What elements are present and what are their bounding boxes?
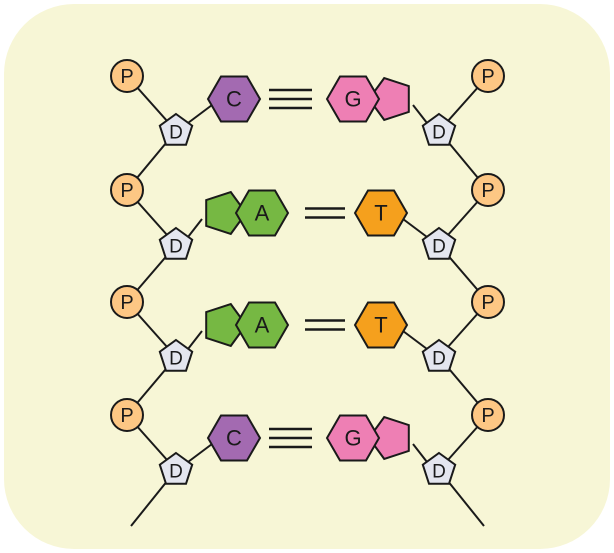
base-label: T [374, 201, 387, 226]
phosphate-circle [471, 59, 505, 93]
hydrogen-bonds [305, 319, 345, 331]
phosphate-left: P [110, 59, 144, 93]
phosphate-circle [110, 285, 144, 319]
sugar-pentagon [158, 112, 194, 146]
base-label: C [226, 426, 242, 451]
base-left: A [205, 189, 290, 237]
base-right: G [325, 414, 410, 462]
base-G-pentagon [367, 76, 410, 122]
base-pair-rows: P P D D C G P P D D A T P P D D A T P P D D C G [110, 59, 505, 485]
phosphate-circle [110, 398, 144, 432]
base-A-pentagon [205, 302, 248, 348]
base-G-ring [325, 414, 381, 462]
sugar-pentagon [421, 451, 457, 485]
base-label: G [344, 87, 361, 112]
hydrogen-bonds [269, 427, 312, 449]
base-label: A [255, 313, 270, 338]
sugar-right: D [421, 451, 457, 485]
base-pair-row: P P D D C G [110, 398, 505, 485]
base-right: G [325, 75, 410, 123]
base-A-pentagon [205, 190, 248, 236]
base-G-pentagon [367, 415, 410, 461]
sugar-right: D [421, 226, 457, 260]
phosphate-label: P [481, 292, 494, 314]
sugar-label: D [169, 237, 183, 258]
sugar-label: D [169, 462, 183, 483]
base-A-ring [234, 301, 290, 349]
base-right: T [353, 301, 409, 349]
base-left: C [206, 75, 262, 123]
sugar-left: D [158, 451, 194, 485]
phosphate-label: P [120, 405, 133, 427]
base-T-ring [353, 189, 409, 237]
hydrogen-bonds [305, 207, 345, 219]
sugar-right: D [421, 338, 457, 372]
glycosidic-bond [412, 104, 428, 124]
sugar-label: D [432, 123, 446, 144]
base-G-ring [325, 75, 381, 123]
glycosidic-bond [187, 330, 203, 350]
sugar-left: D [158, 338, 194, 372]
phosphate-label: P [481, 405, 494, 427]
sugar-label: D [169, 123, 183, 144]
base-left: A [205, 301, 290, 349]
base-pair-row: P P D D A T [110, 285, 505, 372]
phosphate-right: P [471, 59, 505, 93]
sugar-left: D [158, 226, 194, 260]
glycosidic-bond [412, 443, 428, 463]
phosphate-label: P [120, 180, 133, 202]
base-left: C [206, 414, 262, 462]
sugar-pentagon [421, 338, 457, 372]
glycosidic-bond [402, 218, 428, 238]
base-C-ring [206, 414, 262, 462]
glycosidic-bond [187, 218, 203, 238]
sugar-label: D [432, 349, 446, 370]
glycosidic-bond [402, 330, 428, 350]
diagram-background [4, 4, 610, 549]
sugar-pentagon [158, 226, 194, 260]
sugar-pentagon [421, 226, 457, 260]
phosphate-left: P [110, 398, 144, 432]
sugar-left: D [158, 112, 194, 146]
phosphate-label: P [481, 66, 494, 88]
phosphate-circle [471, 398, 505, 432]
hydrogen-bonds [269, 88, 312, 110]
sugar-label: D [169, 349, 183, 370]
sugar-pentagon [158, 451, 194, 485]
base-pair-row: P P D D C G [110, 59, 505, 146]
phosphate-circle [471, 285, 505, 319]
phosphate-label: P [120, 66, 133, 88]
base-right: T [353, 189, 409, 237]
base-T-ring [353, 301, 409, 349]
phosphate-label: P [481, 180, 494, 202]
base-label: T [374, 313, 387, 338]
phosphate-circle [110, 173, 144, 207]
phosphate-left: P [110, 173, 144, 207]
glycosidic-bond [187, 443, 213, 463]
glycosidic-bond [187, 104, 213, 124]
phosphate-left: P [110, 285, 144, 319]
sugar-pentagon [158, 338, 194, 372]
base-pair-row: P P D D A T [110, 173, 505, 260]
base-C-ring [206, 75, 262, 123]
phosphate-right: P [471, 173, 505, 207]
sugar-right: D [421, 112, 457, 146]
sugar-pentagon [421, 112, 457, 146]
base-label: G [344, 426, 361, 451]
phosphate-right: P [471, 398, 505, 432]
phosphate-circle [110, 59, 144, 93]
phosphate-right: P [471, 285, 505, 319]
sugar-label: D [432, 237, 446, 258]
base-label: C [226, 87, 242, 112]
sugar-label: D [432, 462, 446, 483]
phosphate-label: P [120, 292, 133, 314]
base-label: A [255, 201, 270, 226]
base-A-ring [234, 189, 290, 237]
phosphate-circle [471, 173, 505, 207]
